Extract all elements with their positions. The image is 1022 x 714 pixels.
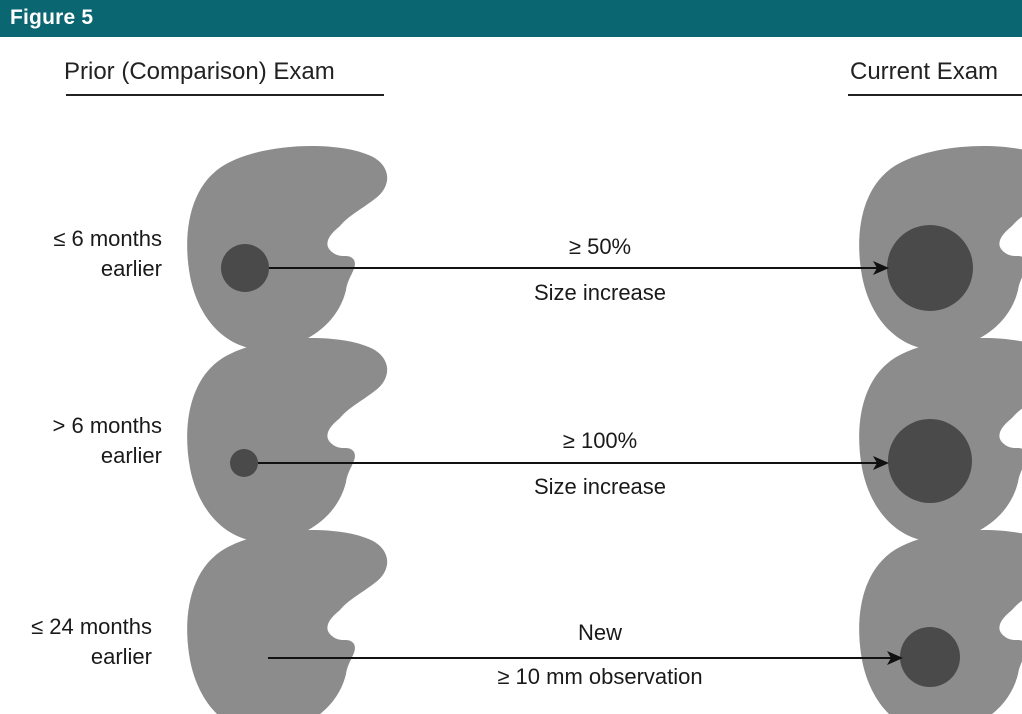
row1-change-type: Size increase [533, 280, 667, 305]
row1-time-line2: earlier [100, 256, 162, 281]
row3-prior-organ [187, 529, 388, 714]
row1-time-line1: ≤ 6 months [53, 226, 162, 251]
row1-change-threshold: ≥ 50% [568, 234, 632, 259]
row2-prior-organ [187, 337, 388, 543]
row1-prior-lesion [221, 244, 269, 292]
row3-current-lesion [900, 627, 960, 687]
row2-change-threshold: ≥ 100% [562, 428, 638, 453]
figure-header-bar: Figure 5 [0, 0, 1022, 37]
row1-prior-organ [187, 145, 388, 351]
row3-time-line2: earlier [90, 644, 152, 669]
diagram-canvas [187, 145, 1022, 714]
row3-time-line1: ≤ 24 months [31, 614, 152, 639]
row3-current-organ [859, 529, 1022, 714]
row1-current-lesion [887, 225, 973, 311]
current-exam-heading: Current Exam [850, 58, 999, 85]
prior-exam-underline [66, 94, 384, 96]
figure-label: Figure 5 [10, 6, 94, 29]
row2-change-type: Size increase [533, 474, 667, 499]
row2-prior-lesion [230, 449, 258, 477]
row3-change-threshold: New [577, 620, 623, 645]
current-exam-underline [848, 94, 1022, 96]
row2-time-line1: > 6 months [52, 413, 162, 438]
row2-time-line2: earlier [100, 443, 162, 468]
prior-exam-heading: Prior (Comparison) Exam [64, 58, 335, 85]
row3-change-type: ≥ 10 mm observation [497, 664, 703, 689]
row2-current-lesion [888, 419, 972, 503]
